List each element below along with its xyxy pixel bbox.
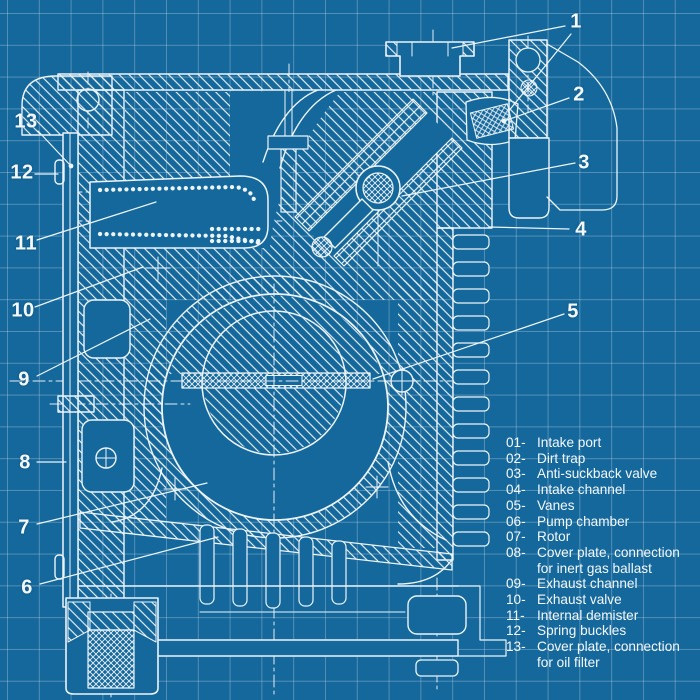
dirt-trap <box>465 96 519 146</box>
leader-5 <box>372 313 565 380</box>
leader-1a <box>451 25 566 49</box>
callout-10: 10 <box>11 299 35 322</box>
legend-item-11: 11- Internal demister <box>506 608 696 624</box>
legend-label: Intake port <box>537 435 602 450</box>
valve-stud <box>280 147 297 213</box>
legend-label: Cover plate, connection <box>537 544 680 560</box>
legend-item-05: 05- Vanes <box>506 498 696 514</box>
legend-label: Vanes <box>537 497 575 513</box>
leader-11 <box>36 201 157 241</box>
legend-num: 03- <box>506 466 526 482</box>
legend-item-10: 10- Exhaust valve <box>506 592 696 608</box>
oil-pan-base <box>77 585 507 677</box>
leader-9 <box>36 318 151 377</box>
legend-label: Rotor <box>537 529 571 545</box>
legend-item-01: 01- Intake port <box>506 435 696 451</box>
legend-num: 08- <box>506 544 526 560</box>
legend-label: Spring buckles <box>537 623 627 639</box>
legend-label: Anti-suckback valve <box>537 466 658 482</box>
callout-13: 13 <box>14 110 38 133</box>
legend-item-03: 03- Anti-suckback valve <box>506 466 696 482</box>
right-foot-pad <box>415 659 459 677</box>
leader-lines <box>34 25 576 585</box>
legend-item-04: 04- Intake channel <box>506 482 696 498</box>
gas-ballast-stub <box>57 395 95 413</box>
leader-3 <box>401 162 576 197</box>
oil-filter-cover <box>65 597 159 695</box>
pump-chamber <box>111 275 447 541</box>
right-column <box>508 39 618 219</box>
legend-num: 10- <box>506 592 526 608</box>
legend-item-13-line2: for oil filter <box>537 654 600 670</box>
legend-num: 12- <box>506 623 526 639</box>
callout-7: 7 <box>18 516 30 539</box>
legend-num: 05- <box>506 497 526 513</box>
callout-11: 11 <box>14 232 38 255</box>
right-outer-flap <box>546 43 618 211</box>
vane-assembly <box>181 372 371 389</box>
anti-suckback-valve <box>311 165 401 267</box>
leader-4 <box>488 226 570 230</box>
legend-item-06: 06- Pump chamber <box>506 514 696 530</box>
demister-mesh-beads <box>97 184 265 246</box>
legend-label: Cover plate, connection <box>537 639 680 655</box>
legend-num: 11- <box>506 607 525 623</box>
legend-num: 02- <box>506 450 526 466</box>
legend-label: Exhaust channel <box>537 576 638 592</box>
parts-legend: 01- Intake port 02- Dirt trap 03- Anti-s… <box>506 435 696 671</box>
legend-num: 04- <box>506 482 526 498</box>
callout-5: 5 <box>567 300 579 323</box>
legend-item-07: 07- Rotor <box>506 529 696 545</box>
callout-6: 6 <box>21 576 33 599</box>
leader-10 <box>34 266 144 308</box>
cooling-fins-bottom <box>79 511 453 609</box>
callout-2: 2 <box>573 83 585 106</box>
legend-num: 06- <box>506 513 526 529</box>
callout-12: 12 <box>10 161 34 184</box>
spring-buckle-top <box>54 159 65 185</box>
legend-label: Pump chamber <box>537 513 630 529</box>
leader-1b <box>507 33 572 113</box>
legend-item-08: 08- Cover plate, connection <box>506 545 696 561</box>
leader-2 <box>503 97 570 122</box>
leader-13 <box>37 130 72 167</box>
legend-label: Dirt trap <box>537 450 586 466</box>
legend-item-08-line2: for inert gas ballast <box>537 560 652 576</box>
callout-4: 4 <box>575 218 587 241</box>
internal-demister <box>89 89 340 281</box>
leader-7 <box>36 482 208 525</box>
legend-item-13: 13- Cover plate, connection <box>506 639 696 655</box>
legend-num: 01- <box>506 435 526 450</box>
intake-port-flange <box>385 41 475 77</box>
right-foot <box>407 595 467 635</box>
legend-label: Intake channel <box>537 482 626 498</box>
filter-plug-mesh <box>87 629 135 689</box>
callout-9: 9 <box>18 368 30 391</box>
legend-item-09: 09- Exhaust channel <box>506 576 696 592</box>
legend-label: Internal demister <box>537 607 639 623</box>
legend-item-12: 12- Spring buckles <box>506 623 696 639</box>
callout-3: 3 <box>578 151 590 174</box>
legend-num: 13- <box>506 639 526 655</box>
bolt-cross-right <box>365 475 389 499</box>
legend-label: Exhaust valve <box>537 592 622 608</box>
callout-1: 1 <box>570 10 582 33</box>
column-bolt <box>515 47 541 73</box>
legend-item-02: 02- Dirt trap <box>506 451 696 467</box>
legend-num: 09- <box>506 576 526 592</box>
leader-6 <box>39 536 219 585</box>
legend-num: 07- <box>506 529 526 545</box>
callout-8: 8 <box>19 451 31 474</box>
